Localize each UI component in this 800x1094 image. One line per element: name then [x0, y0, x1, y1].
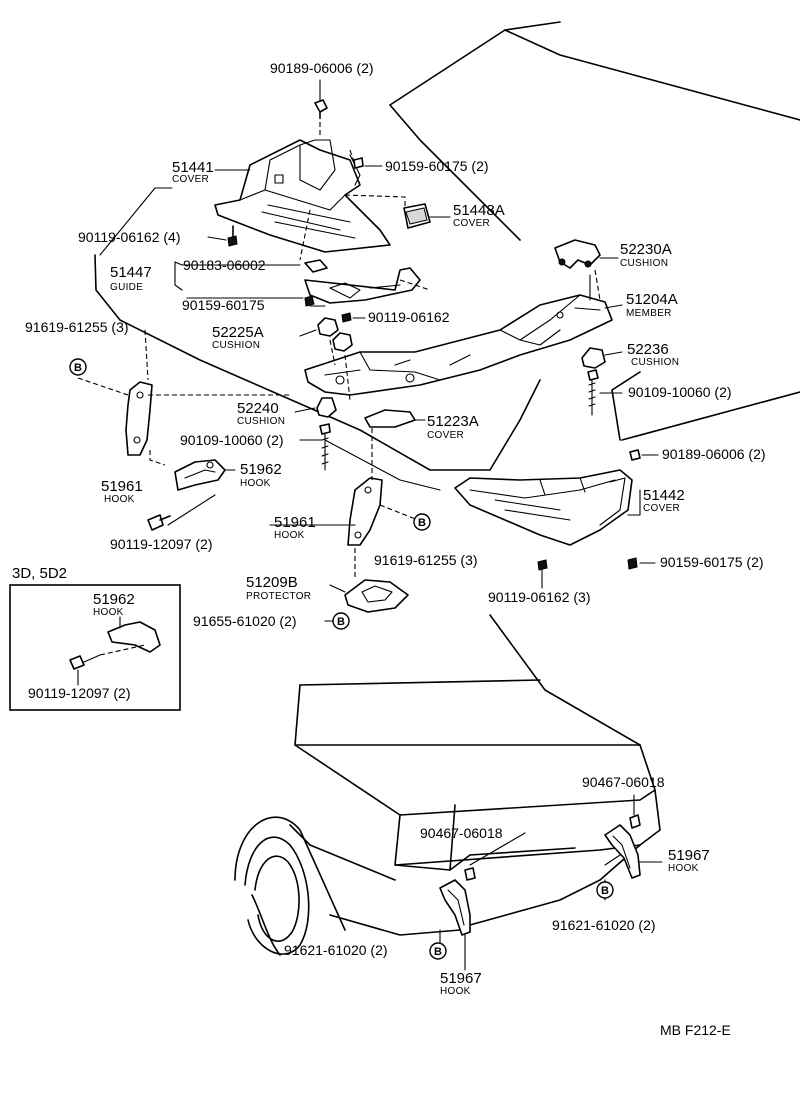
label-52240: 52240: [237, 400, 279, 417]
member-51204a-part: [304, 294, 613, 396]
label-52236: 52236: [627, 341, 669, 358]
hook-51967-a-part: [439, 879, 471, 936]
leader-lines: [77, 79, 663, 971]
front-car-body-outline: [94, 21, 800, 471]
label-51209b: 51209B: [246, 574, 298, 591]
svg-text:B: B: [601, 885, 609, 897]
name-51204a: MEMBER: [626, 308, 672, 319]
label-90467-a: 90467-06018: [582, 774, 665, 790]
name-51961-a: HOOK: [104, 494, 135, 505]
label-90109-b: 90109-10060 (2): [180, 432, 284, 448]
name-51441: COVER: [172, 174, 209, 185]
diagram-code: MB F212-E: [660, 1022, 731, 1038]
b-symbol-91655: B: [332, 612, 350, 630]
label-52225a: 52225A: [212, 324, 264, 341]
label-51962-a: 51962: [240, 461, 282, 478]
svg-text:B: B: [74, 362, 82, 374]
label-91621-a: 91621-61020 (2): [284, 942, 388, 958]
inset-title: 3D, 5D2: [12, 565, 67, 582]
label-90159-c: 90159-60175 (2): [660, 554, 764, 570]
label-52230a: 52230A: [620, 241, 672, 258]
cushion-52240-part: [316, 397, 337, 418]
label-91655: 91655-61020 (2): [193, 613, 297, 629]
clip-90183-part: [304, 259, 328, 273]
label-90109-a: 90109-10060 (2): [628, 384, 732, 400]
cushion-52236-part: [581, 347, 606, 369]
label-90159-a: 90159-60175 (2): [385, 158, 489, 174]
name-51962-b: HOOK: [93, 607, 124, 618]
hook-51962-a-part: [174, 459, 226, 491]
cover-51442-part: [454, 469, 633, 546]
hook-51961-b-part: [347, 477, 383, 546]
label-51204a: 51204A: [626, 291, 678, 308]
label-51961-a: 51961: [101, 478, 143, 495]
protector-51209b-part: [344, 579, 409, 613]
name-51967-b: HOOK: [440, 986, 471, 997]
label-51441: 51441: [172, 159, 214, 176]
label-91619-b: 91619-61255 (3): [374, 552, 478, 568]
b-symbol-91619-b: B: [413, 513, 431, 531]
b-symbol-91621-a: B: [429, 942, 447, 960]
bolts: [147, 99, 641, 881]
label-90183: 90183-06002: [183, 257, 266, 273]
svg-text:B: B: [434, 946, 442, 958]
hook-51967-b-part: [604, 824, 641, 879]
label-51961-b: 51961: [274, 514, 316, 531]
name-51447: GUIDE: [110, 282, 143, 293]
label-90467-b: 90467-06018: [420, 825, 503, 841]
b-symbol-91621-b: B: [596, 881, 614, 899]
label-90119-12097-a: 90119-12097 (2): [110, 536, 212, 552]
name-51961-b: HOOK: [274, 530, 305, 541]
cover-51223a-part: [364, 409, 416, 428]
label-90119-06162-3: 90119-06162 (3): [488, 589, 590, 605]
name-51223a: COVER: [427, 430, 464, 441]
variant-inset-box: 3D, 5D2: [9, 565, 181, 711]
name-51442: COVER: [643, 503, 680, 514]
cover-51448a-part: [403, 203, 431, 229]
name-51967-a: HOOK: [668, 863, 699, 874]
rear-car-body-outline: [234, 614, 661, 956]
b-symbol-91619-a: B: [69, 358, 87, 376]
name-52236: CUSHION: [631, 357, 679, 368]
label-51962-b: 51962: [93, 591, 135, 608]
bolt-90119-12097-b: [69, 655, 85, 670]
hook-51961-a-part: [125, 381, 153, 456]
label-51967-b: 51967: [440, 970, 482, 987]
label-51967-a: 51967: [668, 847, 710, 864]
label-51442: 51442: [643, 487, 685, 504]
name-52240: CUSHION: [237, 416, 285, 427]
label-51448a: 51448A: [453, 202, 505, 219]
label-51223a: 51223A: [427, 413, 479, 430]
name-52230a: CUSHION: [620, 258, 668, 269]
label-90159-b: 90159-60175: [182, 297, 265, 313]
name-51448a: COVER: [453, 218, 490, 229]
name-51209b: PROTECTOR: [246, 591, 311, 602]
hook-51962-b-part: [107, 621, 161, 653]
label-90119-06162-4: 90119-06162 (4): [78, 229, 180, 245]
name-51962-a: HOOK: [240, 478, 271, 489]
svg-text:B: B: [418, 517, 426, 529]
label-91619-a: 91619-61255 (3): [25, 319, 129, 335]
guide-51447-part: [304, 267, 421, 304]
label-91621-b: 91621-61020 (2): [552, 917, 656, 933]
name-52225a: CUSHION: [212, 340, 260, 351]
svg-text:B: B: [337, 616, 345, 628]
label-90189-b: 90189-06006 (2): [662, 446, 766, 462]
part-labels: 90189-06006 (2) 51441 COVER 90159-60175 …: [25, 60, 766, 1038]
cushion-52225a-part: [317, 317, 353, 352]
label-90189-top: 90189-06006 (2): [270, 60, 374, 76]
label-51447: 51447: [110, 264, 152, 281]
leader-51441-dash: [319, 118, 406, 210]
label-90119-12097-b: 90119-12097 (2): [28, 685, 130, 701]
cushion-52230a-part: [554, 239, 601, 269]
label-90119-06162-c: 90119-06162: [368, 309, 450, 325]
